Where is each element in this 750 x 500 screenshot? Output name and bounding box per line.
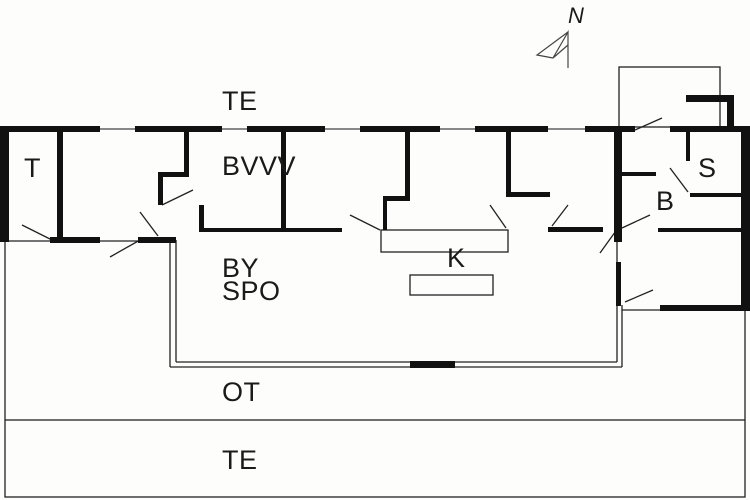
walls (0, 95, 750, 368)
terrace-bottom-outline (4, 419, 746, 498)
room-label-sauna: S (698, 153, 717, 183)
room-label-terrace-bottom: TE (222, 445, 258, 475)
room-label-bath: B (656, 186, 675, 216)
kitchen-island (409, 274, 494, 296)
room-label-by: BY (222, 253, 260, 283)
room-label-vvv: BVVV (222, 151, 297, 181)
room-label-terrace-top: TE (222, 86, 258, 116)
compass-arrow-icon (535, 29, 569, 68)
kitchen-counter (380, 229, 509, 253)
room-label-t: T (24, 153, 41, 183)
room-label-spo: SPO (222, 276, 281, 306)
room-label-outdoor: OT (222, 377, 261, 407)
room-label-kitchen: K (447, 243, 466, 273)
compass-north-label: N (568, 3, 585, 28)
